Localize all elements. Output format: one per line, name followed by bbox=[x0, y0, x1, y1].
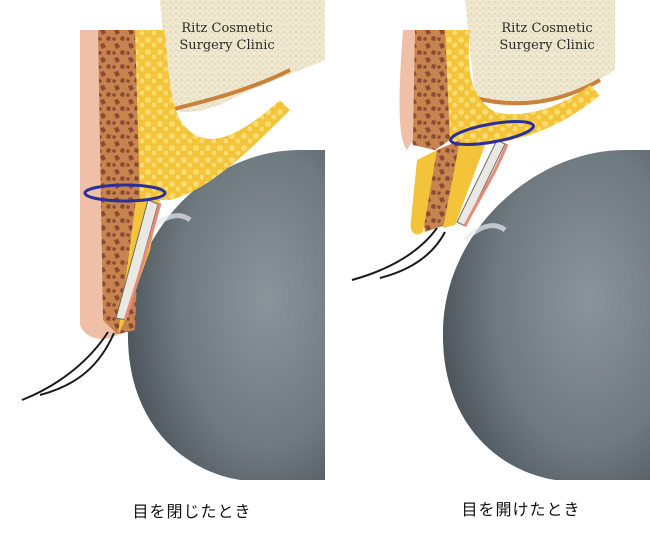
lid-skin bbox=[80, 30, 118, 339]
watermark-line1: Ritz Cosmetic bbox=[181, 21, 273, 36]
orbital-fat bbox=[435, 30, 600, 145]
conjunctiva bbox=[123, 202, 162, 321]
orbital-septum-line bbox=[169, 68, 291, 112]
caption-eye-closed: 目を閉じたとき bbox=[132, 502, 252, 521]
lid-skin-lower bbox=[410, 150, 437, 235]
eyelash bbox=[21, 331, 109, 401]
watermark-line2: Surgery Clinic bbox=[179, 38, 275, 53]
eyelash bbox=[379, 231, 446, 279]
clinic-watermark: Ritz Cosmetic Surgery Clinic bbox=[152, 20, 302, 54]
eyelash bbox=[351, 227, 438, 281]
watermark-line2: Surgery Clinic bbox=[499, 38, 595, 53]
eyelash bbox=[39, 332, 115, 396]
lid-muscle-lower bbox=[421, 140, 460, 232]
panel-eye-closed: Ritz Cosmetic Surgery Clinic 目を閉じたとき bbox=[21, 0, 325, 521]
eyelid-open-illustration bbox=[351, 0, 650, 480]
lid-skin bbox=[399, 30, 415, 150]
caption-eye-open: 目を開けたとき bbox=[461, 500, 581, 519]
lid-fat-band bbox=[443, 140, 485, 228]
eyelid-closed-illustration bbox=[21, 0, 325, 480]
orbital-septum-line bbox=[474, 78, 601, 106]
orbital-fat bbox=[125, 30, 290, 200]
eyeball bbox=[127, 150, 325, 480]
suture-ring bbox=[449, 120, 535, 146]
panel-eye-open: Ritz Cosmetic Surgery Clinic 目を開けたとき bbox=[325, 0, 650, 537]
eyeball bbox=[442, 150, 650, 480]
suture-ring bbox=[83, 183, 167, 203]
clinic-watermark: Ritz Cosmetic Surgery Clinic bbox=[472, 20, 622, 54]
conjunctiva bbox=[463, 143, 509, 227]
orbital-bone bbox=[465, 0, 615, 106]
orbital-bone bbox=[160, 0, 325, 112]
watermark-line1: Ritz Cosmetic bbox=[501, 21, 593, 36]
lid-muscle bbox=[405, 30, 450, 150]
eyeball-highlight bbox=[463, 223, 507, 242]
